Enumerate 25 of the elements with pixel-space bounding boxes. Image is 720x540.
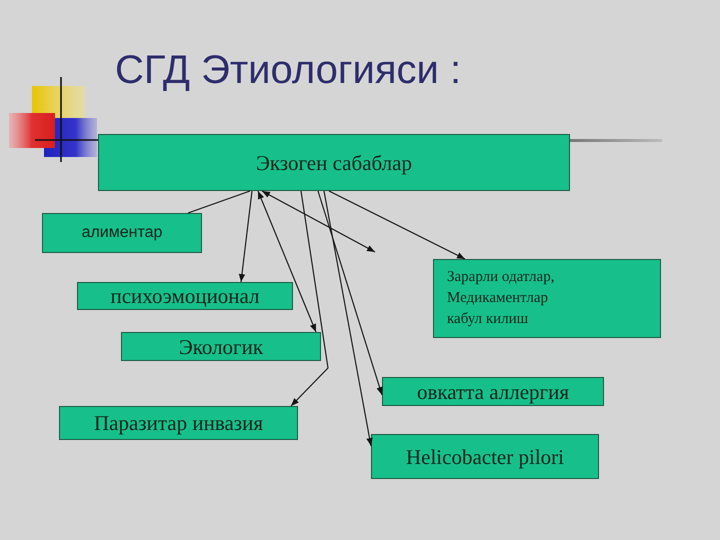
cause-label: алиментар (82, 223, 162, 243)
cause-label: овкатта аллергия (416, 380, 570, 404)
arrow (290, 190, 329, 406)
cause-box (42, 213, 202, 253)
cause-label: Экологик (178, 334, 264, 358)
slide-title: СГД Этиологияси : (115, 47, 462, 94)
cause-box (59, 406, 298, 440)
category-label: Экзоген сабаблар (256, 150, 412, 176)
arrow (262, 190, 376, 252)
cause-label: психоэмоционал (110, 284, 260, 308)
category-box (98, 134, 570, 191)
arrow (323, 190, 373, 446)
cause-box (77, 282, 293, 310)
arrow (258, 190, 316, 332)
arrow (328, 190, 466, 260)
cause-label: Helicobacter pilori (406, 444, 564, 468)
cause-label: Паразитар инвазия (94, 411, 263, 435)
arrow (238, 190, 253, 282)
cause-box (433, 259, 661, 338)
cause-label: Зарарли одатлар, Медикаментлар кабул килиш (447, 268, 556, 329)
cause-box (382, 377, 604, 406)
cause-box (121, 332, 321, 361)
connector-line (188, 190, 250, 214)
cause-box (371, 434, 599, 479)
arrow (317, 190, 383, 396)
